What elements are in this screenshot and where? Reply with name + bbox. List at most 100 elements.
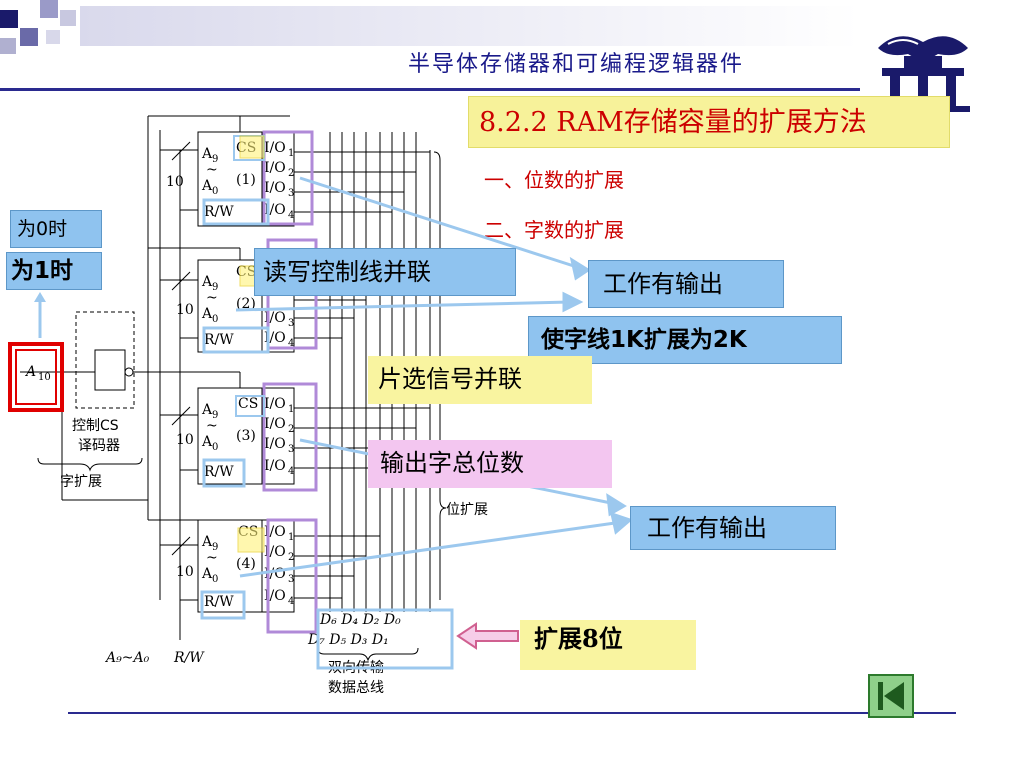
chip4-io4-sub: 4 <box>288 596 294 607</box>
chip3-a9-sub: 9 <box>212 410 218 421</box>
bus-line2: 数据总线 <box>328 680 384 696</box>
chip1-a9-sub: 9 <box>212 154 218 165</box>
chip2-id: (2) <box>236 296 256 312</box>
chip2-a0-sub: 0 <box>212 314 218 325</box>
chip1-a0-label: A <box>201 178 213 194</box>
footer-rule <box>68 712 956 714</box>
chip3-cs-label: CS <box>238 396 258 412</box>
header-title: 半导体存储器和可编程逻辑器件 <box>408 52 745 77</box>
callout-output-1: 工作有输出 <box>588 260 784 308</box>
chip3-a0-label: A <box>201 434 213 450</box>
chip1-io1: I/O <box>264 140 286 156</box>
decoder-dashed-box <box>75 311 135 409</box>
callout-cs-parallel: 片选信号并联 <box>368 356 592 404</box>
chip4-a9-sub: 9 <box>212 542 218 553</box>
chip3-io3-sub: 3 <box>288 444 294 455</box>
chip1-io3-sub: 3 <box>288 188 294 199</box>
inverter-bubble <box>124 367 134 377</box>
chip1-io4-sub: 4 <box>288 210 294 221</box>
a10-highlight-inner <box>15 349 57 405</box>
chip1-id: (1) <box>236 172 256 188</box>
chip3-io4-sub: 4 <box>288 466 294 477</box>
rw-highlight-chip4 <box>200 590 246 620</box>
a10-highlight-outer <box>8 342 64 412</box>
chip3-io1-sub: 1 <box>288 404 294 415</box>
rw-bottom-label: R/W <box>173 650 205 666</box>
chip3-io3: I/O <box>264 436 286 452</box>
chip2-rw-label: R/W <box>204 332 234 348</box>
cs-highlight-chip1 <box>239 135 265 159</box>
chip3-io2-sub: 2 <box>288 424 294 435</box>
section-title: 8.2.2 RAM存储容量的扩展方法 <box>468 96 950 148</box>
chip3-a0-sub: 0 <box>212 442 218 453</box>
chip3-id: (3) <box>236 428 256 444</box>
toc-item-word-expand[interactable]: 二、字数的扩展 <box>484 218 624 242</box>
header-band <box>80 6 860 46</box>
chip3-io1: I/O <box>264 396 286 412</box>
chip2-bus-width: 10 <box>176 302 194 318</box>
chip4-tilde: ~ <box>206 550 218 566</box>
chip4-io2-sub: 2 <box>288 552 294 563</box>
data-bus-highlight <box>316 608 454 670</box>
chip2-a0-label: A <box>201 306 213 322</box>
chip3-io2: I/O <box>264 416 286 432</box>
chip4-rw-label: R/W <box>204 594 234 610</box>
a10-sub: 10 <box>38 372 51 383</box>
callout-rw-parallel: 读写控制线并联 <box>254 248 516 296</box>
chip4-id: (4) <box>236 556 256 572</box>
chip2-io4-sub: 4 <box>288 338 294 349</box>
toc-item-bit-expand[interactable]: 一、位数的扩展 <box>484 168 624 192</box>
header-rule <box>0 88 860 91</box>
chip3-io4: I/O <box>264 458 286 474</box>
io-highlight-chip3 <box>262 382 318 492</box>
chip1-bus-width: 10 <box>166 174 184 190</box>
back-to-start-button[interactable] <box>868 674 914 718</box>
chip1-a9-label: A <box>201 146 213 162</box>
chip1-io1-sub: 1 <box>288 148 294 159</box>
ram-chip-3 <box>197 387 295 485</box>
callout-expand-8: 扩展8位 <box>520 620 696 670</box>
chip2-a9-label: A <box>201 274 213 290</box>
chip3-bus-width: 10 <box>176 432 194 448</box>
chip3-a9-label: A <box>201 402 213 418</box>
cs-highlight-chip4 <box>237 527 265 553</box>
ram-expansion-circuit: A 9 ~ A 0 CS (1) R/W I/O 1 I/O 2 I/O 3 I… <box>8 115 633 696</box>
decoder-line2: 译码器 <box>78 438 120 454</box>
callout-when-0: 为0时 <box>10 210 102 248</box>
skip-back-icon <box>878 682 904 710</box>
callout-total-bits: 输出字总位数 <box>368 440 612 488</box>
chip4-io1-sub: 1 <box>288 532 294 543</box>
rw-highlight-chip2 <box>202 326 270 354</box>
chip1-io3: I/O <box>264 180 286 196</box>
chip2-tilde: ~ <box>206 290 218 306</box>
inverter-gate <box>94 349 126 391</box>
decoder-line1: 控制CS <box>72 418 119 434</box>
addr-bottom-label: A₉~A₀ <box>104 650 150 666</box>
ram-chip-4 <box>197 519 295 613</box>
bit-expand-label: 位扩展 <box>446 502 488 518</box>
chip1-a0-sub: 0 <box>212 186 218 197</box>
chip4-a9-label: A <box>201 534 213 550</box>
word-expand-label: 字扩展 <box>60 474 102 490</box>
chip1-io2: I/O <box>264 160 286 176</box>
chip1-io2-sub: 2 <box>288 168 294 179</box>
expand8-arrow <box>456 622 519 650</box>
chip4-a0-label: A <box>201 566 213 582</box>
chip1-rw-label: R/W <box>204 204 234 220</box>
io-highlight-chip1 <box>262 130 314 226</box>
io-highlight-chip4 <box>266 518 318 634</box>
callout-output-2: 工作有输出 <box>630 506 836 550</box>
arrow-chip4-addr <box>239 520 623 578</box>
rw-highlight-chip3 <box>202 458 246 488</box>
data-top-label: D₆ D₄ D₂ D₀ <box>319 612 401 628</box>
chip1-tilde: ~ <box>206 162 218 178</box>
chip4-a0-sub: 0 <box>212 574 218 585</box>
a10-up-arrowhead <box>34 292 46 302</box>
chip2-a9-sub: 9 <box>212 282 218 293</box>
data-bottom-label: D₇ D₅ D₃ D₁ <box>307 632 389 648</box>
a10-label: A <box>24 364 36 380</box>
chip4-bus-width: 10 <box>176 564 194 580</box>
arrow-chip1-output <box>299 176 581 270</box>
chip4-io3-sub: 3 <box>288 574 294 585</box>
arrow-chip2-addr <box>235 300 571 312</box>
